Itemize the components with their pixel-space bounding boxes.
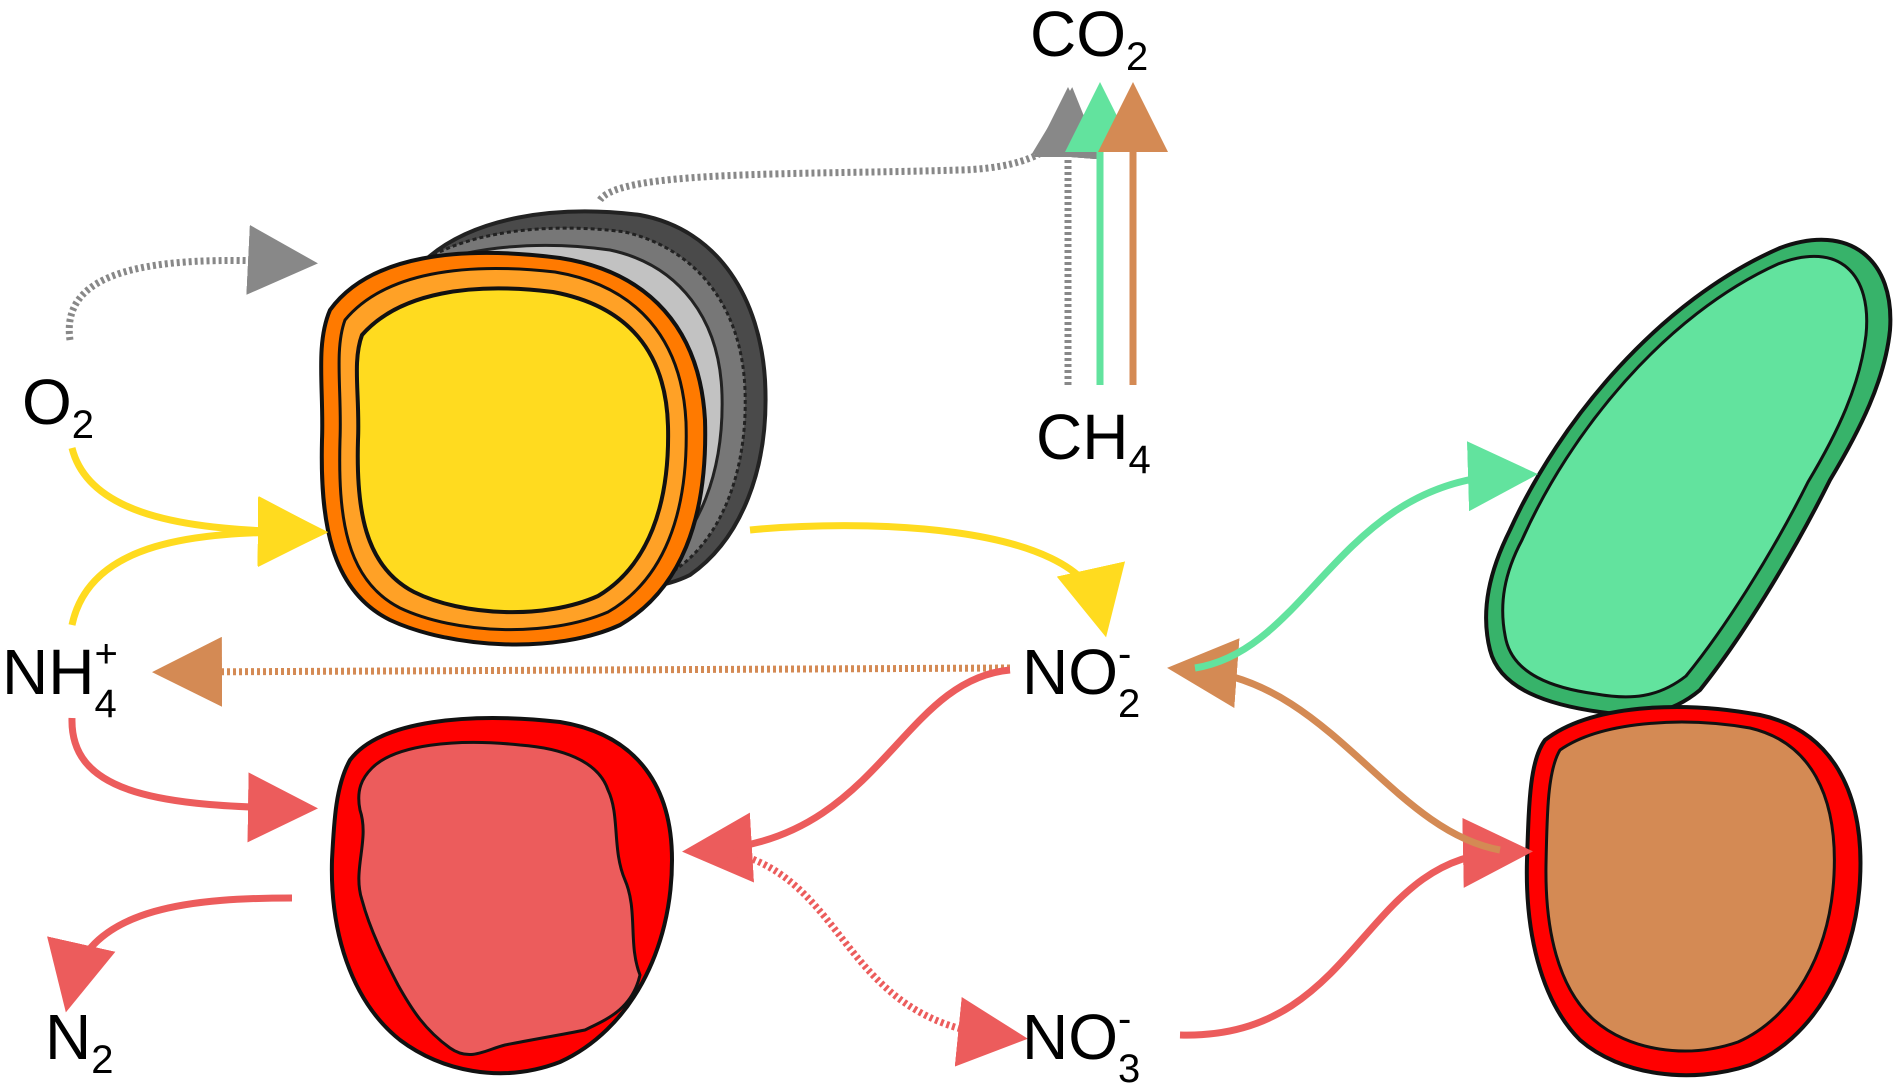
- label-no3-base: NO: [1022, 1001, 1118, 1073]
- label-n2-base: N: [45, 1001, 92, 1073]
- cell-core-yellow: [354, 286, 671, 615]
- label-no2-base: NO: [1022, 636, 1118, 708]
- arrow-o2-to-cell1: [65, 224, 318, 341]
- label-no2-sub: 2: [1118, 682, 1141, 726]
- label-n2: N2: [45, 1005, 113, 1080]
- arrow-nh4-to-cell2-red: [68, 717, 318, 843]
- label-n2-sub: 2: [91, 1038, 114, 1082]
- arrow-cell2-to-n2-red: [47, 894, 293, 1013]
- label-o2: O2: [22, 370, 94, 445]
- brown-cell: [1524, 705, 1863, 1078]
- label-nh4-sup: +: [94, 632, 118, 676]
- label-no2-scripts: -2: [1118, 634, 1146, 724]
- arrow-cell1-to-co2: [597, 87, 1102, 203]
- cell-core-red: [357, 740, 642, 1057]
- arrow-no2-to-cell3-green: [1194, 441, 1538, 672]
- green-core: [1501, 254, 1869, 699]
- arrow-no2-to-nh4-dotted: [152, 636, 1011, 707]
- label-o2-sub: 2: [71, 403, 95, 447]
- label-ch4: CH4: [1036, 405, 1151, 480]
- brown-core: [1544, 720, 1836, 1053]
- label-co2-base: CO: [1030, 0, 1126, 70]
- label-no3-scripts: -3: [1118, 999, 1146, 1089]
- label-ch4-sub: 4: [1128, 438, 1151, 482]
- arrow-nh4-to-cell1-yellow: [68, 497, 328, 626]
- green-cell: [1484, 237, 1893, 717]
- ammonia-oxidizer-cell: [319, 209, 768, 647]
- label-nh4-base: NH: [2, 636, 95, 708]
- arrow-no2-to-cell2-red: [682, 666, 1011, 883]
- label-nh4: NH+4: [2, 634, 122, 724]
- arrow-no3-to-cell4-red: [1179, 817, 1533, 1039]
- label-nh4-scripts: +4: [94, 634, 122, 724]
- anammox-cell: [329, 716, 675, 1076]
- arrows: [47, 82, 1538, 1067]
- label-no2-sup: -: [1118, 632, 1132, 676]
- arrow-cell4-to-no2-brown: [1167, 638, 1501, 854]
- label-ch4-base: CH: [1036, 401, 1129, 473]
- label-co2: CO2: [1030, 2, 1148, 77]
- label-no3: NO-3: [1022, 999, 1146, 1089]
- label-no2: NO-2: [1022, 634, 1146, 724]
- label-no3-sub: 3: [1118, 1047, 1141, 1091]
- label-nh4-sub: 4: [94, 682, 117, 726]
- arrow-cell2-to-no3-dotted: [729, 848, 1028, 1067]
- label-co2-sub: 2: [1126, 35, 1149, 79]
- arrow-cell1-to-no2-yellow: [749, 522, 1125, 638]
- label-no3-sup: -: [1118, 997, 1132, 1041]
- label-o2-base: O: [22, 366, 72, 438]
- arrow-o2-to-cell1-yellow: [68, 447, 328, 567]
